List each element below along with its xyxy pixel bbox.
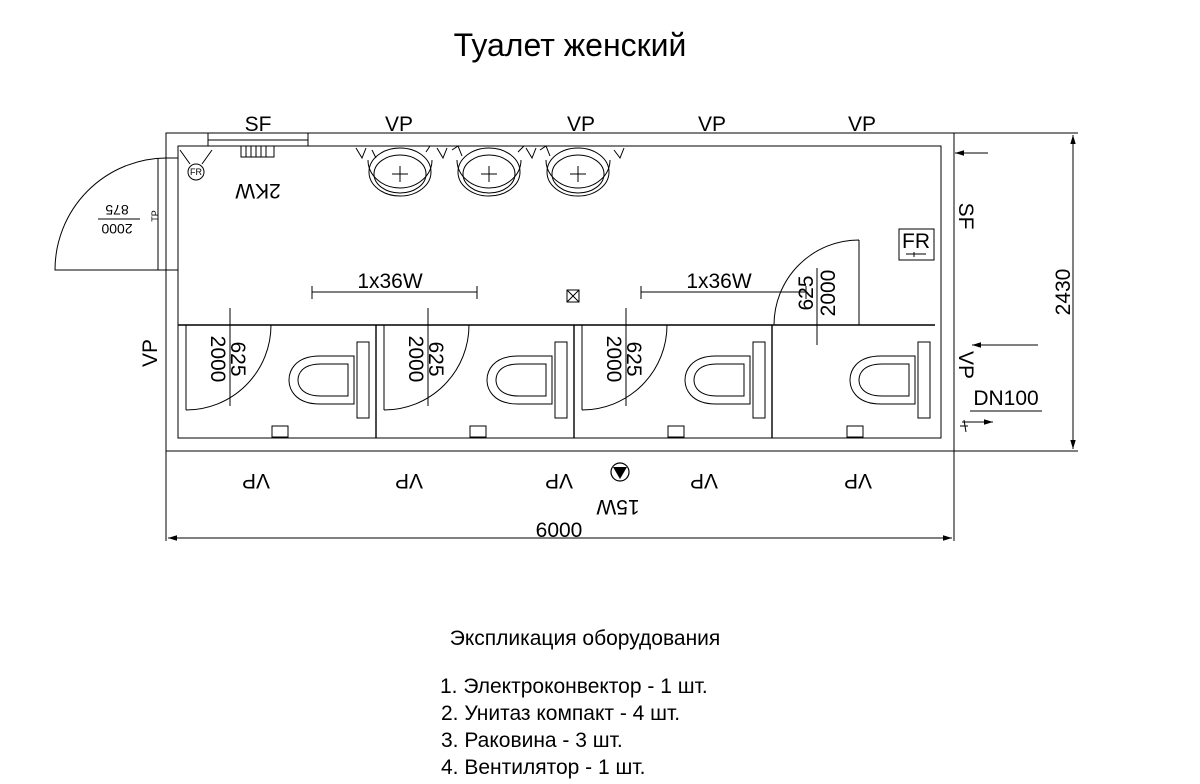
fan-power-label: 15W [596, 495, 639, 518]
light-label-1: 1x36W [357, 270, 423, 293]
door-tp-label: TP [150, 210, 160, 222]
cubicle-2-door-height: 2000 [404, 336, 427, 383]
outer-wall [165, 132, 955, 452]
toilet-icon [271, 341, 370, 438]
drain-label: DN100 [973, 387, 1038, 410]
bottom-vp-label-4: VP [690, 469, 718, 492]
page-title: Туалет женский [454, 27, 687, 63]
top-vp-label-1: VP [385, 113, 413, 136]
right-vp-label: VP [954, 351, 977, 379]
length-dimension-label: 6000 [536, 519, 583, 542]
bottom-vp-label-3: VP [545, 469, 573, 492]
sink-icon [436, 145, 525, 197]
explication-heading: Экспликация оборудования [450, 627, 721, 650]
door-swing-icon [581, 308, 668, 411]
convector-power-label: 2KW [235, 179, 281, 202]
cubicle-4-door-width: 625 [795, 275, 818, 310]
fire-alarm-icon: FR [898, 228, 935, 261]
explication-item-3: 3. Раковина - 3 шт. [441, 729, 623, 752]
toilet-icon [469, 341, 568, 438]
lamp-icon [640, 286, 807, 299]
inner-wall [177, 145, 942, 439]
outlet-icon [207, 133, 309, 146]
cubicle-1-door-height: 2000 [206, 336, 229, 383]
top-vp-label-4: VP [848, 113, 876, 136]
convector-icon [240, 145, 275, 158]
top-vp-label-3: VP [698, 113, 726, 136]
sink-icon [525, 145, 625, 197]
length-dimension [165, 451, 955, 541]
width-dimension [954, 132, 1078, 452]
svg-text:FR: FR [190, 167, 202, 177]
door-height-label: 2000 [101, 221, 132, 237]
bottom-vp-label-5: VP [844, 469, 872, 492]
door-swing-icon [185, 308, 272, 411]
door-width-label: 875 [105, 202, 129, 218]
entrance-door [54, 157, 178, 271]
bottom-vp-label-1: VP [242, 469, 270, 492]
light-label-2: 1x36W [686, 270, 752, 293]
door-swing-icon [773, 239, 860, 345]
top-sf-label: SF [245, 113, 272, 136]
fire-alarm-icon: FR [179, 149, 213, 181]
cubicle-1-door-width: 625 [226, 341, 249, 376]
explication-item-2: 2. Унитаз компакт - 4 шт. [441, 702, 680, 725]
bottom-vp-label-2: VP [395, 469, 423, 492]
explication-item-1: 1. Электроконвектор - 1 шт. [440, 675, 708, 698]
cubicle-3-door-width: 625 [622, 341, 645, 376]
junction-box-icon [566, 289, 580, 303]
right-sf-label: SF [954, 203, 977, 230]
toilet-icon [667, 341, 766, 438]
cubicle-3-door-height: 2000 [602, 336, 625, 383]
top-vp-label-2: VP [567, 113, 595, 136]
cubicle-2-door-width: 625 [424, 341, 447, 376]
cubicle-4-door-height: 2000 [817, 270, 840, 317]
svg-text:FR: FR [902, 230, 930, 253]
explication-item-4: 4. Вентилятор - 1 шт. [441, 756, 646, 779]
toilet-icon [846, 341, 931, 438]
left-vp-label: VP [139, 339, 162, 367]
width-dimension-label: 2430 [1052, 269, 1075, 316]
fan-icon [610, 462, 630, 482]
door-swing-icon [383, 308, 470, 411]
sink-icon [355, 145, 433, 197]
lamp-icon [311, 286, 478, 299]
